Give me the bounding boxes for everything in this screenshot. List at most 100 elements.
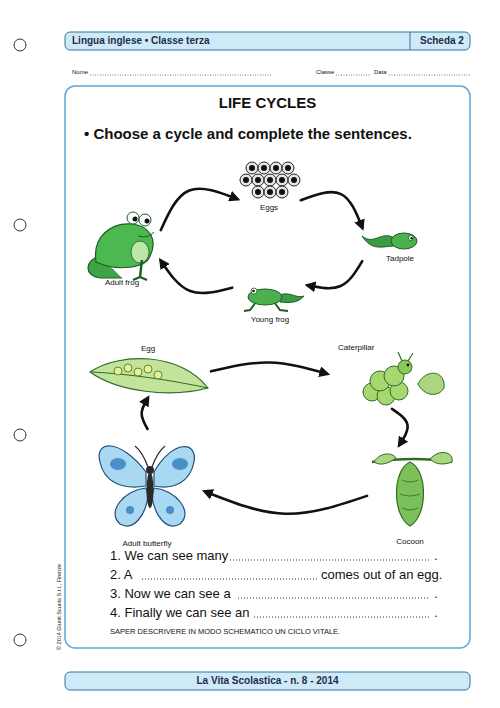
branch-leaf	[430, 452, 452, 464]
binder-holes	[14, 39, 26, 646]
cycle-arrow	[161, 189, 237, 231]
butterfly-wing	[99, 446, 146, 487]
field-dots	[90, 75, 272, 76]
butterfly-wing	[152, 488, 185, 526]
frog-egg	[282, 162, 294, 174]
frog-egg	[264, 174, 276, 186]
tadpole-drawing	[362, 233, 417, 249]
butterfly-egg	[144, 365, 152, 373]
frog-egg	[270, 162, 282, 174]
sentence-text: 4. Finally we can see an	[110, 606, 249, 619]
butterfly-egg	[134, 368, 142, 376]
cycle-arrow	[301, 192, 363, 228]
answer-dots	[238, 598, 430, 599]
sentence-text: 1. We can see many	[110, 549, 228, 562]
frog-belly	[131, 241, 149, 263]
stage-box: Adult frog	[86, 205, 158, 287]
stage-label: Egg	[141, 345, 155, 353]
cocoon-lines	[400, 480, 420, 510]
connector-group	[142, 189, 408, 514]
cocoon-drawing	[372, 452, 452, 526]
stage-label: Young frog	[251, 316, 289, 324]
field-label: Data	[374, 69, 387, 75]
frog-egg	[252, 186, 264, 198]
header-divider	[410, 32, 411, 50]
cycle-arrow	[211, 363, 327, 374]
young-frog-pupil	[252, 290, 255, 293]
tadpole-eye	[408, 235, 413, 240]
cycle-arrow	[308, 261, 363, 288]
butterfly-antennae	[135, 446, 165, 467]
copyright-note: © 2014 Giunti Scuola S.r.l., Firenze	[57, 564, 63, 650]
frog-egg	[288, 174, 300, 186]
frog-eye	[127, 212, 139, 224]
sentence-end: .	[434, 587, 438, 600]
header-subject: Lingua inglese • Classe terza	[72, 36, 209, 46]
wing-spot	[126, 506, 134, 514]
leaf-piece	[418, 373, 444, 394]
field-label: Classe	[316, 69, 334, 75]
frog-egg	[276, 186, 288, 198]
main-frame	[65, 86, 470, 648]
butterfly-egg	[114, 367, 122, 375]
wing-spot	[166, 506, 174, 514]
footer-text: La Vita Scolastica - n. 8 - 2014	[65, 676, 470, 686]
wing-spot	[172, 458, 188, 470]
branch-leaf	[374, 454, 396, 464]
cocoon-case	[397, 462, 424, 526]
cycle-arrow	[142, 398, 148, 429]
tadpole-pupil	[410, 237, 412, 239]
tadpole-body	[391, 233, 417, 249]
butterfly-body	[147, 472, 154, 508]
stage-label: Tadpole	[386, 255, 414, 263]
stage-box: Young frog	[235, 280, 305, 324]
caterpillar-head	[398, 360, 412, 374]
stage-box: Eggs	[240, 160, 298, 212]
stage-label: Adult butterfly	[123, 540, 172, 548]
stage-label: Cocoon	[396, 538, 424, 546]
cycle-arrow	[161, 261, 232, 293]
sentence-text: 2. A	[110, 568, 132, 581]
young-frog-eye	[251, 288, 257, 294]
frog-egg	[240, 174, 252, 186]
answer-dots	[254, 617, 430, 618]
frog-front-leg	[133, 260, 147, 280]
field-label: Nome	[72, 69, 88, 75]
stage-label: Adult frog	[105, 279, 139, 287]
frog-egg	[258, 162, 270, 174]
stage-box: Egg	[88, 345, 208, 395]
frog-egg	[264, 186, 276, 198]
young-frog-tail	[280, 294, 304, 303]
caterpillar-antennae	[398, 352, 413, 361]
caterpillar-eye	[407, 364, 410, 367]
field-dots	[336, 75, 370, 76]
frog-egg	[276, 174, 288, 186]
butterfly-head	[146, 466, 154, 474]
sentence-end: .	[434, 549, 438, 562]
young-frog-drawing	[244, 288, 304, 311]
butterfly-wing	[115, 488, 148, 526]
field-dots	[389, 75, 470, 76]
tadpole-tail	[362, 236, 394, 247]
leaf-vein	[92, 372, 208, 388]
frog-eye	[139, 214, 151, 226]
cycle-arrow	[392, 409, 408, 445]
butterfly-egg	[154, 371, 162, 379]
butterfly-wing	[154, 447, 194, 487]
binder-hole	[14, 219, 26, 231]
stage-label: Caterpillar	[338, 344, 374, 352]
stage-box: Tadpole	[365, 226, 435, 263]
frog-egg	[252, 174, 264, 186]
frog-pupil	[133, 217, 138, 222]
stage-box: Caterpillar	[330, 344, 440, 406]
egg-leaf-drawing	[90, 359, 208, 393]
binder-hole	[14, 634, 26, 646]
cycle-arrow	[205, 492, 367, 514]
sentence-text: comes out of an egg.	[321, 568, 442, 581]
butterfly-drawing	[99, 446, 194, 526]
sentence-end: .	[434, 606, 438, 619]
footer-band	[65, 672, 470, 690]
instruction: • Choose a cycle and complete the senten…	[84, 126, 412, 141]
